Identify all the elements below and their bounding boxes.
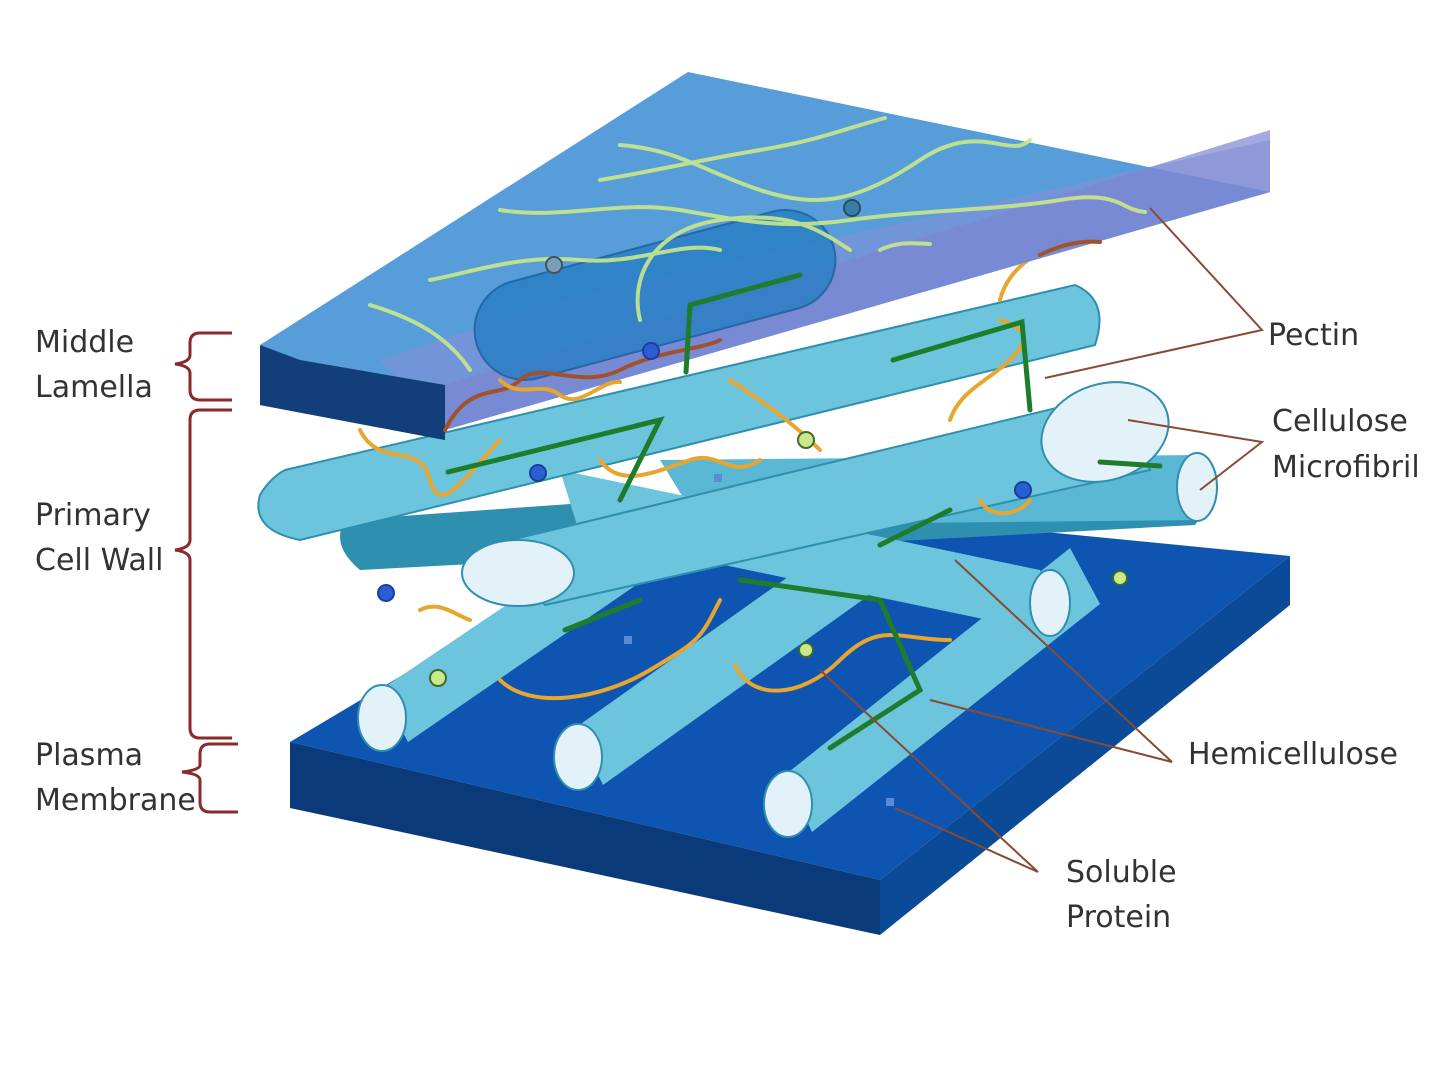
microfibril-end-middle-right xyxy=(1177,453,1217,521)
protein-dot xyxy=(1015,482,1031,498)
protein-dot xyxy=(530,465,546,481)
microfibril-end-bottom-1 xyxy=(358,685,406,751)
label-hemicellulose: Hemicellulose xyxy=(1188,737,1398,772)
label-primary-cell-wall-line-2: Cell Wall xyxy=(35,543,163,578)
brackets xyxy=(175,333,238,812)
label-soluble-protein-line-1: Soluble xyxy=(1066,855,1177,890)
protein-dot xyxy=(886,798,894,806)
label-plasma-membrane-line-2: Membrane xyxy=(35,783,196,818)
label-primary-cell-wall-line-1: Primary xyxy=(35,498,151,533)
microfibril-end-middle-diagonal xyxy=(1030,570,1070,636)
protein-dot xyxy=(378,585,394,601)
hemicellulose-strand-b3 xyxy=(420,607,470,620)
label-pectin: Pectin xyxy=(1268,318,1359,353)
label-soluble-protein-line-2: Protein xyxy=(1066,900,1171,935)
label-plasma-membrane-line-1: Plasma xyxy=(35,738,143,773)
protein-dot xyxy=(643,343,659,359)
protein-dot xyxy=(714,474,722,482)
middle-lamella-bracket xyxy=(175,333,232,400)
microfibril-end-bottom-3 xyxy=(764,771,812,837)
label-cellulose-microfibril-line-1: Cellulose xyxy=(1272,404,1408,439)
protein-dot xyxy=(799,643,813,657)
label-cellulose-microfibril-line-2: Microfibril xyxy=(1272,450,1420,485)
protein-dot xyxy=(546,257,562,273)
protein-dot xyxy=(430,670,446,686)
microfibril-end-bottom-2 xyxy=(554,724,602,790)
protein-dot xyxy=(798,432,814,448)
protein-dot xyxy=(1113,571,1127,585)
microfibril-end-top-left xyxy=(462,540,574,606)
protein-dot xyxy=(844,200,860,216)
label-middle-lamella-line-2: Lamella xyxy=(35,370,153,405)
label-middle-lamella-line-1: Middle xyxy=(35,325,134,360)
protein-dot xyxy=(624,636,632,644)
primary-cell-wall-bracket xyxy=(175,410,232,738)
